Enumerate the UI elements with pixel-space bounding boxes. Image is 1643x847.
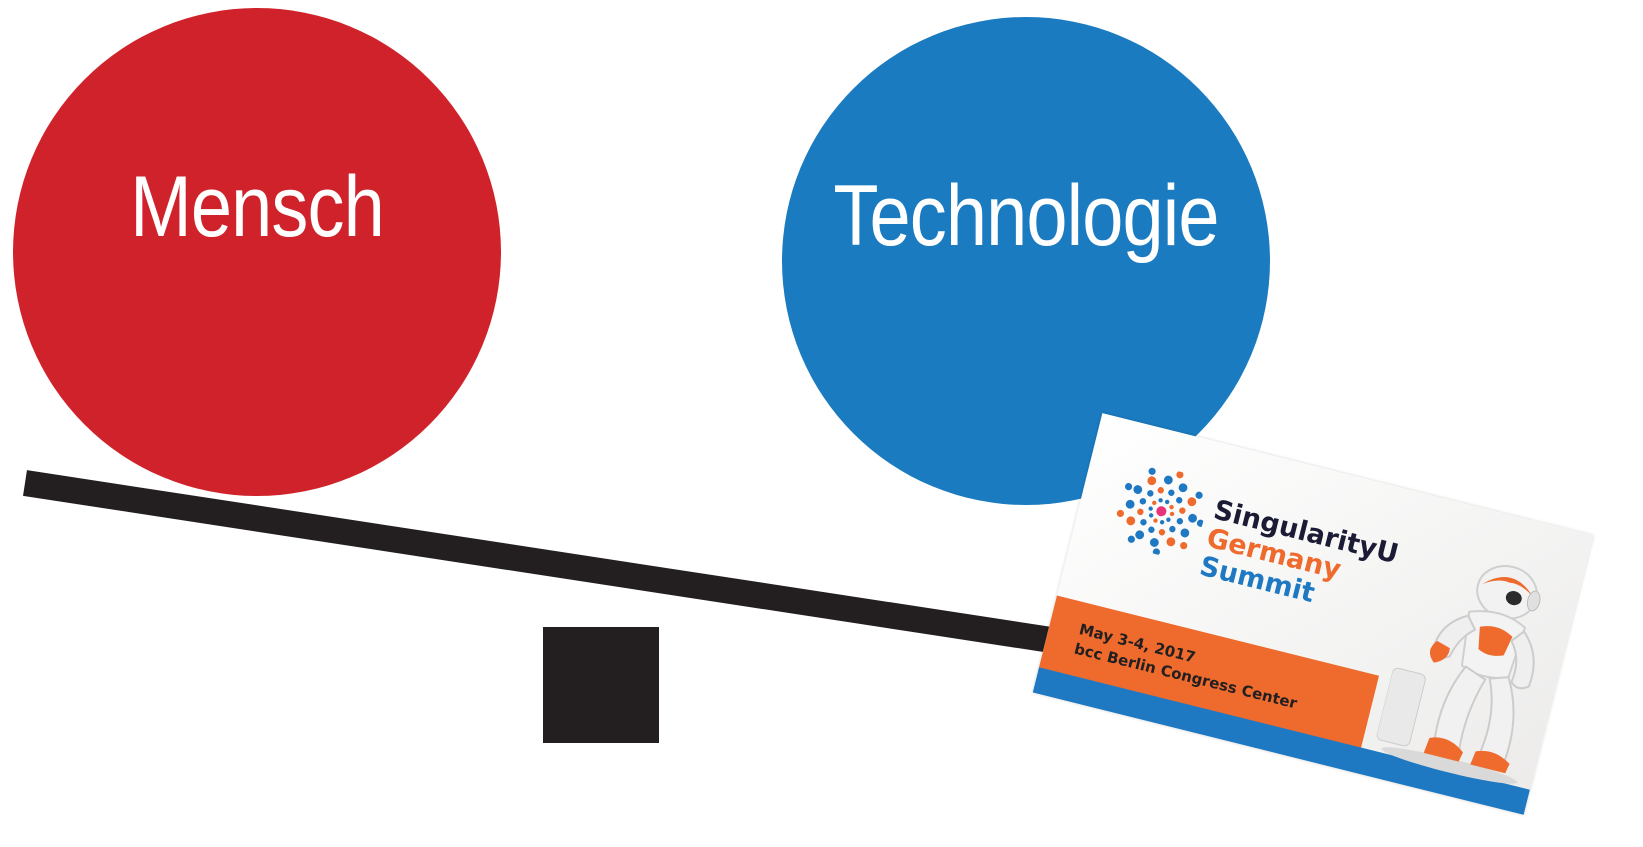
logo-dot [1148,526,1155,533]
logo-dot [1139,498,1147,505]
logo-dot [1147,490,1154,497]
logo-dot [1188,513,1197,523]
logo-dot [1140,519,1147,526]
logo-dot [1159,520,1165,525]
logo-dot [1158,498,1163,503]
logo-dot [1153,518,1158,523]
logo-dot [1148,506,1153,511]
logo-dot [1196,519,1205,527]
technologie-circle: Technologie [782,17,1270,505]
seesaw-fulcrum [543,627,659,743]
logo-dot [1126,516,1136,526]
logo-dot [1169,511,1175,517]
logo-dot [1166,517,1171,522]
logo-dot [1179,507,1186,514]
mensch-label: Mensch [130,159,385,255]
logo-dot [1125,499,1135,509]
logo-dot [1149,538,1159,547]
technologie-label: Technologie [833,168,1219,264]
logo-dot [1158,529,1166,536]
logo-dot [1169,504,1174,510]
logo-dot [1166,537,1176,547]
logo-dot [1176,471,1184,479]
logo-dot [1135,530,1145,540]
logo-dot [1152,500,1157,506]
logo-dot [1168,489,1175,496]
logo-dot [1163,475,1173,485]
logo-dot [1180,528,1190,538]
summit-card: SingularityU Germany Summit May 3-4, 201… [1032,413,1594,815]
logo-center-dot [1156,506,1167,517]
logo-dot [1148,467,1156,475]
logo-dot [1176,518,1184,525]
logo-dot [1116,509,1125,518]
mensch-circle: Mensch [13,8,501,496]
logo-dot [1137,508,1144,516]
logo-dot [1148,513,1154,518]
logo-dot [1176,497,1183,504]
logo-dot [1169,525,1176,533]
logo-dot [1127,535,1135,543]
logo-dot [1157,487,1164,494]
logo-dot [1152,548,1160,556]
starburst-dots-icon [1116,467,1205,556]
logo-dot [1178,483,1188,493]
logo-dot [1147,476,1157,486]
logo-dot [1133,485,1143,494]
logo-dot [1164,499,1170,505]
robot-illustration [1376,565,1541,784]
logo-dot [1180,542,1188,550]
logo-dot [1195,491,1203,499]
logo-dot [1187,497,1197,507]
logo-dot [1124,483,1133,491]
